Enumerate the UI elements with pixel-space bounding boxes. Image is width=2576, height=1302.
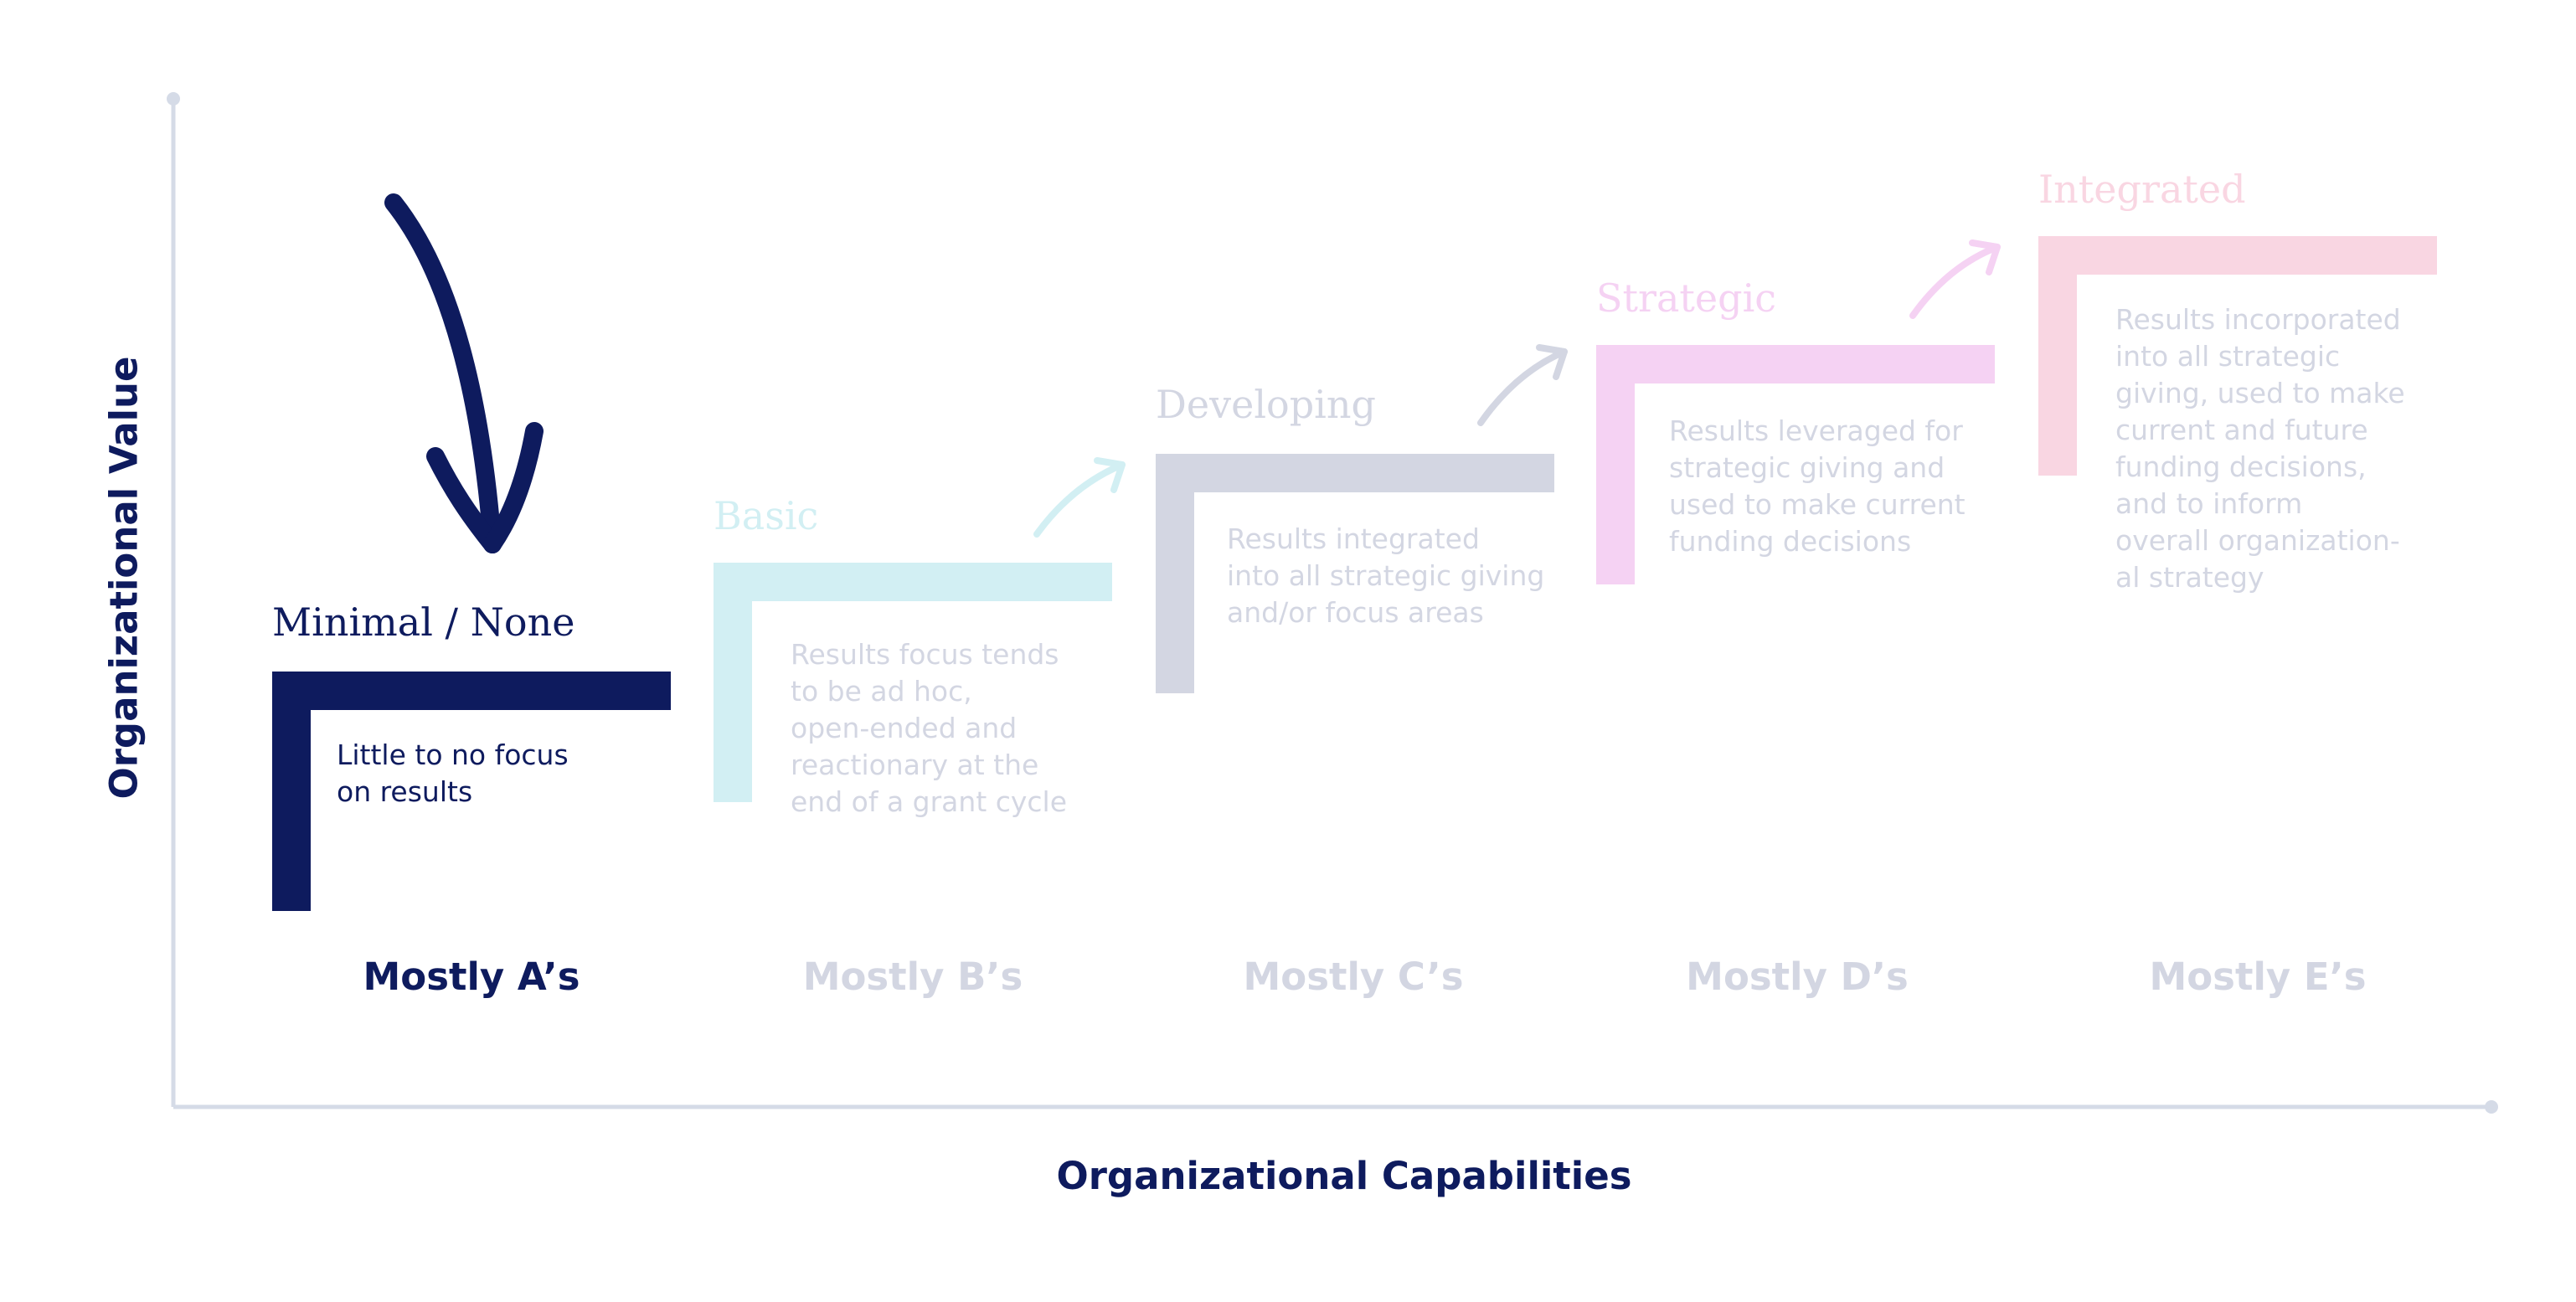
big-arrow-down-icon xyxy=(384,193,544,553)
stage-bracket-top-strategic xyxy=(1596,345,1995,383)
x-axis-endpoint xyxy=(2485,1100,2498,1114)
y-axis-endpoint xyxy=(167,92,180,105)
stage-bracket-side-basic xyxy=(714,563,752,802)
stage-title-minimal: Minimal / None xyxy=(272,600,575,645)
stage-title-developing: Developing xyxy=(1156,382,1376,427)
y-axis-label: Organizational Value xyxy=(101,356,147,800)
stage-bracket-side-developing xyxy=(1156,454,1194,693)
stage-grade-basic: Mostly B’s xyxy=(802,955,1023,999)
x-axis-label: Organizational Capabilities xyxy=(1056,1154,1632,1198)
stage-bracket-top-integrated xyxy=(2038,236,2437,275)
arrow-developing-to-strategic-icon xyxy=(1477,344,1568,426)
stage-bracket-side-integrated xyxy=(2038,236,2077,476)
stage-description-integrated: Results incorporated into all strategic … xyxy=(2115,303,2405,594)
stage-description-basic: Results focus tends to be ad hoc, open-e… xyxy=(791,638,1068,818)
stage-bracket-top-minimal xyxy=(272,672,671,710)
stage-description-developing: Results integrated into all strategic gi… xyxy=(1227,522,1545,629)
stage-grade-strategic: Mostly D’s xyxy=(1686,955,1909,999)
stage-grade-developing: Mostly C’s xyxy=(1243,955,1464,999)
stage-description-minimal: Little to no focus on results xyxy=(337,738,569,808)
stage-bracket-side-strategic xyxy=(1596,345,1635,584)
stage-description-strategic: Results leveraged for strategic giving a… xyxy=(1669,414,1965,558)
stage-bracket-top-basic xyxy=(714,563,1112,601)
stage-title-strategic: Strategic xyxy=(1596,275,1777,321)
stage-title-basic: Basic xyxy=(714,493,819,538)
stage-bracket-side-minimal xyxy=(272,672,311,911)
stage-title-integrated: Integrated xyxy=(2038,167,2246,212)
arrow-basic-to-developing-icon xyxy=(1033,457,1126,538)
stage-bracket-top-developing xyxy=(1156,454,1554,492)
arrow-strategic-to-integrated-icon xyxy=(1909,239,2001,319)
stage-grade-minimal: Mostly A’s xyxy=(363,955,580,999)
stage-grade-integrated: Mostly E’s xyxy=(2149,955,2367,999)
